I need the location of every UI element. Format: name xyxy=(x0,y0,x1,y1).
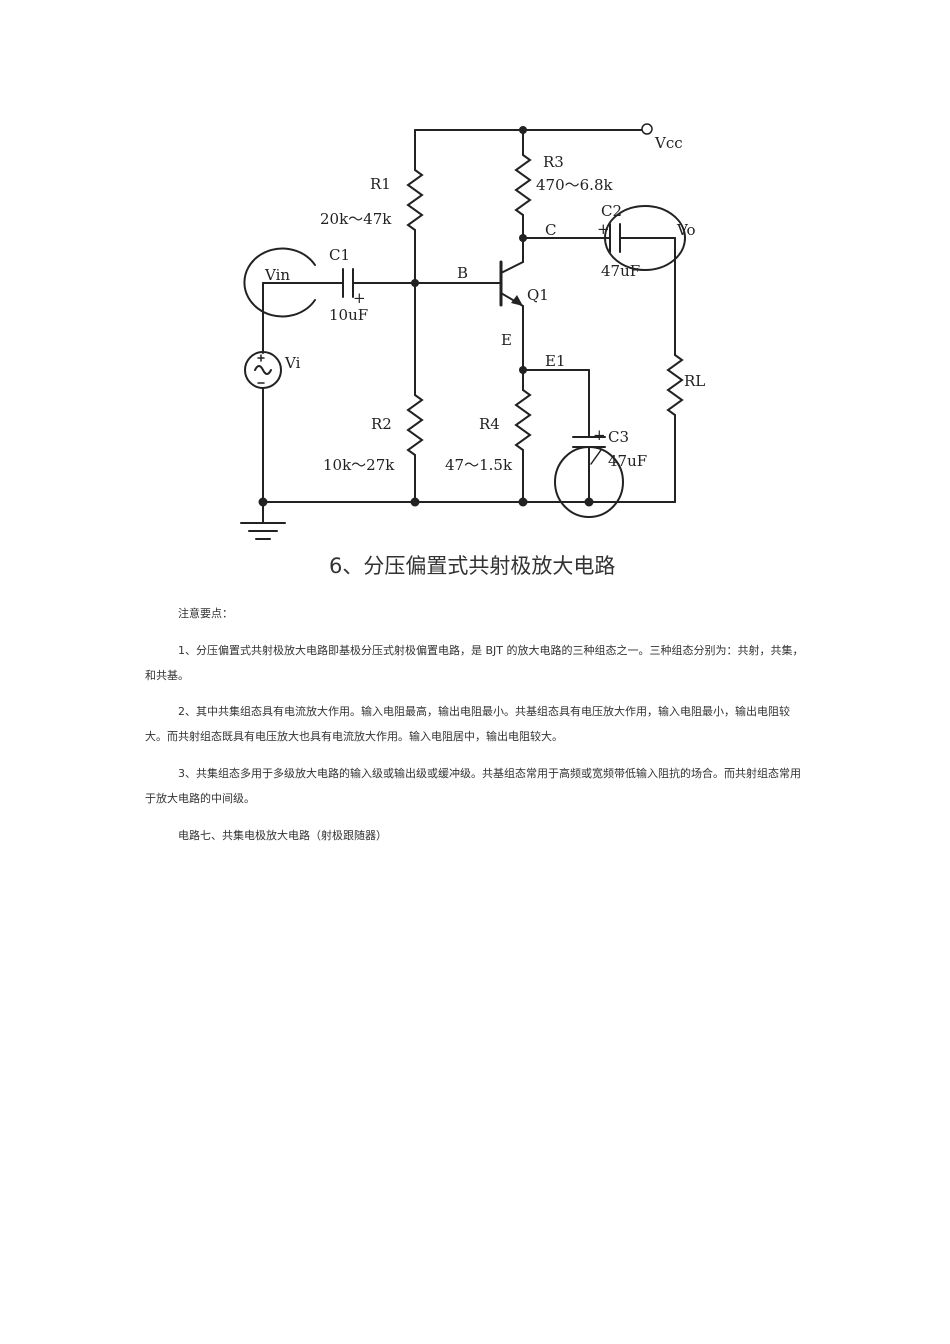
label-node-e1: E1 xyxy=(545,352,566,370)
resistor-rl xyxy=(666,354,684,416)
label-c1-value: 10uF xyxy=(329,306,368,324)
label-c3-value: 47uF xyxy=(608,452,647,470)
emitter-arrow-icon xyxy=(511,295,523,306)
resistor-r3 xyxy=(514,154,532,216)
label-q1: Q1 xyxy=(527,286,549,304)
label-r1: R1 xyxy=(370,175,391,193)
label-c1-plus: + xyxy=(353,289,366,307)
label-r4-value: 47～1.5k xyxy=(445,456,513,474)
next-section-heading: 电路七、共集电极放大电路（射极跟随器） xyxy=(178,829,387,842)
resistor-r2 xyxy=(406,394,424,456)
label-c3-plus: + xyxy=(593,426,606,444)
label-r2-value: 10k～27k xyxy=(323,456,395,474)
label-vi: Vi xyxy=(284,354,301,372)
label-node-b: B xyxy=(457,264,468,282)
label-vin: Vin xyxy=(264,266,290,284)
c3-highlight-circle xyxy=(554,446,624,518)
label-c3: C3 xyxy=(608,428,629,446)
resistor-r4 xyxy=(514,389,532,451)
paragraph-3: 3、共集组态多用于多级放大电路的输入级或输出级或缓冲级。共基组态常用于高频或宽频… xyxy=(145,767,801,805)
label-r3: R3 xyxy=(543,153,564,171)
vin-highlight-circle xyxy=(243,247,316,318)
label-c2: C2 xyxy=(601,202,622,220)
resistor-r1 xyxy=(406,169,424,231)
figure-caption: 6、分压偏置式共射极放大电路 xyxy=(329,554,615,578)
label-rl: RL xyxy=(684,372,705,390)
label-node-e: E xyxy=(501,331,512,349)
ac-source-icon xyxy=(244,351,282,389)
paragraph-2: 2、其中共集组态具有电流放大作用。输入电阻最高，输出电阻最小。共基组态具有电压放… xyxy=(145,705,790,743)
vcc-terminal xyxy=(641,123,653,135)
label-c2-plus: + xyxy=(597,220,610,238)
label-r3-value: 470～6.8k xyxy=(536,176,613,194)
label-vo: Vo xyxy=(676,221,696,239)
label-vcc: Vcc xyxy=(654,134,683,152)
notes-heading: 注意要点： xyxy=(178,607,233,620)
circuit-diagram: Vcc R1 20k～47k R3 470～6.8k C2 + 47uF Vo … xyxy=(225,110,725,585)
label-c2-value: 47uF xyxy=(601,262,640,280)
paragraph-1: 1、分压偏置式共射极放大电路即基极分压式射极偏置电路，是 BJT 的放大电路的三… xyxy=(145,644,804,682)
label-node-c: C xyxy=(545,221,556,239)
vo-highlight-circle xyxy=(604,205,686,271)
label-r2: R2 xyxy=(371,415,392,433)
label-r1-value: 20k～47k xyxy=(320,210,392,228)
circuit-schematic: Vcc R1 20k～47k R3 470～6.8k C2 + 47uF Vo … xyxy=(240,123,705,578)
label-c1: C1 xyxy=(329,246,350,264)
label-r4: R4 xyxy=(479,415,500,433)
